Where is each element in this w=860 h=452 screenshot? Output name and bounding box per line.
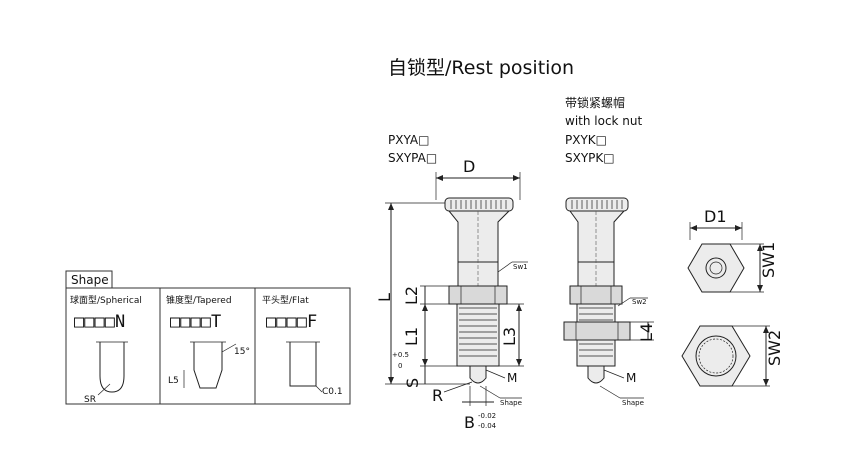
knob-body — [447, 210, 511, 263]
plunger-pin — [469, 365, 487, 384]
lock-nut-label-cn: 带锁紧螺帽 — [565, 95, 625, 110]
hex-section — [569, 285, 623, 305]
shape-tapered-profile — [193, 342, 223, 389]
knob-cap — [444, 197, 514, 212]
hex-sw2-outline — [681, 325, 751, 387]
shape-flat-label: 平头型/Flat — [262, 295, 309, 306]
callout-shape-right: Shape — [622, 399, 644, 407]
dim-L3: L3 — [500, 327, 519, 346]
plunger-left-drawing — [444, 197, 514, 384]
shape-flat-annotation: C0.1 — [322, 387, 343, 397]
dim-SW1: SW1 — [759, 242, 778, 278]
hex-sw1-outline — [687, 243, 745, 293]
shape-tapered-annotation: L5 — [168, 376, 179, 386]
dim-L: L — [375, 293, 394, 302]
dim-D: D — [463, 157, 475, 176]
shape-spherical-annotation: SR — [84, 395, 96, 405]
dim-M-right: M — [626, 371, 636, 385]
plunger-right-drawing — [563, 197, 631, 384]
dim-S-tol-lower: 0 — [398, 362, 402, 370]
dim-R: R — [432, 386, 443, 405]
callout-shape-left: Shape — [500, 399, 522, 407]
dim-L4: L4 — [637, 323, 656, 342]
hex-view-bottom: SW2 — [681, 325, 784, 387]
right-code-1: PXYK□ — [565, 133, 607, 147]
left-code-1: PXYA□ — [388, 133, 429, 147]
knob-body — [569, 210, 626, 263]
shape-panel-tab — [65, 270, 113, 289]
threaded-body — [456, 303, 500, 367]
shape-spherical-label: 球面型/Spherical — [70, 294, 142, 306]
tag-Sw2: Sw2 — [632, 298, 647, 306]
lock-nut-label-en: with lock nut — [565, 114, 643, 128]
right-dimensions: L4 Sw2 M Shape — [599, 297, 656, 407]
dim-B-tol-upper: -0.02 — [478, 412, 496, 420]
shape-flat-profile — [289, 342, 317, 387]
dim-L2: L2 — [402, 286, 421, 305]
dim-S: S — [403, 378, 422, 388]
page-title: 自锁型/Rest position — [388, 57, 574, 79]
shape-tapered-label: 锥度型/Tapered — [166, 294, 232, 306]
shape-panel-title: Shape — [71, 273, 109, 287]
left-variant-codes: PXYA□ SXYPA□ — [388, 133, 437, 165]
left-code-2: SXYPA□ — [388, 151, 437, 165]
right-code-2: SXYPK□ — [565, 151, 615, 165]
shape-panel: Shape 球面型/Spherical □□□□N SR 锥度型/Tapered… — [65, 270, 351, 405]
dim-L1: L1 — [402, 327, 421, 346]
dim-M-left: M — [507, 371, 517, 385]
shape-panel-frame — [65, 287, 351, 405]
shape-spherical-profile — [99, 342, 125, 393]
shape-tapered-angle: 15° — [234, 347, 250, 357]
plunger-pin — [587, 365, 605, 384]
dim-D1: D1 — [704, 207, 727, 226]
dim-S-tol-upper: +0.5 — [392, 351, 409, 359]
tag-Sw1: Sw1 — [513, 263, 528, 271]
left-dimensions: D L L2 L1 S +0.5 0 L3 Sw1 — [375, 157, 528, 432]
shape-flat-code: □□□□F — [266, 312, 317, 332]
dim-B-tol-lower: -0.04 — [478, 422, 497, 430]
right-variant-codes: 带锁紧螺帽 with lock nut PXYK□ SXYPK□ — [565, 95, 643, 165]
shape-tapered-code: □□□□T — [170, 312, 221, 332]
dim-SW2: SW2 — [765, 330, 784, 366]
hex-view-top: D1 SW1 — [687, 207, 778, 293]
shape-spherical-code: □□□□N — [74, 312, 125, 332]
lock-nut — [563, 321, 631, 341]
hex-section — [448, 285, 508, 305]
dim-B: B — [464, 413, 475, 432]
